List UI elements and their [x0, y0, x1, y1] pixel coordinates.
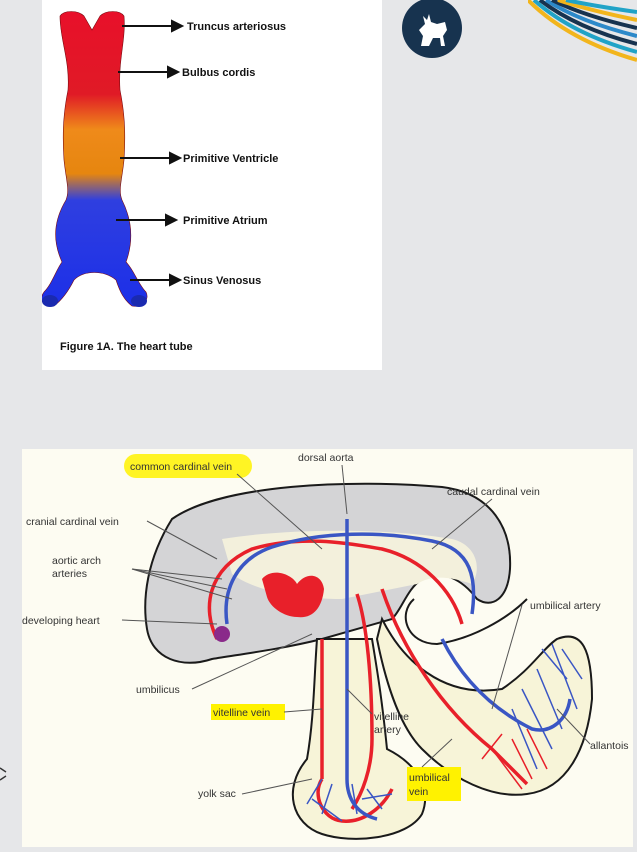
highlight-common-cardinal: [124, 454, 252, 478]
heart-tube-arrows: [116, 19, 185, 287]
label-primitive-atrium: Primitive Atrium: [183, 215, 268, 227]
label-allantois: allantois: [590, 740, 629, 752]
label-vitelline-vein: vitelline vein: [213, 707, 270, 719]
heart-tube-shape: [41, 11, 148, 307]
label-cranial-cardinal-vein: cranial cardinal vein: [26, 516, 119, 528]
sinus-opening-right: [131, 295, 147, 307]
yolk-sac: [291, 638, 427, 840]
label-aortic-arch: aortic arch: [52, 555, 101, 567]
sinus-opening-left: [42, 295, 58, 307]
yolk-sac-vessel-network: [306, 778, 393, 822]
highlight-umbilical-vein: [407, 767, 461, 801]
university-crest-icon: [402, 0, 462, 58]
leader-lines: [121, 464, 591, 795]
umbilical-cord-outline: [404, 598, 528, 646]
label-primitive-ventricle: Primitive Ventricle: [183, 153, 278, 165]
label-vitelline-artery: artery: [374, 724, 402, 736]
label-caudal-cardinal-vein: caudal cardinal vein: [447, 486, 540, 498]
head-vessel-knot: [214, 626, 230, 642]
edge-mark: [0, 767, 7, 781]
decorative-stripes-icon: [528, 0, 637, 62]
heart-tube-figure: Truncus arteriosus Bulbus cordis Primiti…: [41, 0, 382, 370]
label-yolk-sac: yolk sac: [198, 788, 236, 800]
label-vitelline: vitelline: [374, 711, 409, 723]
label-sinus-venosus: Sinus Venosus: [183, 275, 261, 287]
label-bulbus-cordis: Bulbus cordis: [182, 67, 255, 79]
developing-heart: [262, 572, 324, 618]
label-umbilical: umbilical: [409, 772, 450, 784]
label-umbilicus: umbilicus: [136, 684, 180, 696]
embryo-circulation-figure: common cardinal vein dorsal aorta caudal…: [22, 449, 633, 847]
figure-caption: Figure 1A. The heart tube: [60, 341, 193, 353]
embryo-svg: common cardinal vein dorsal aorta caudal…: [22, 452, 629, 840]
heart-tube-svg: Truncus arteriosus Bulbus cordis Primiti…: [41, 11, 286, 353]
label-dorsal-aorta: dorsal aorta: [298, 452, 354, 464]
label-developing-heart: developing heart: [22, 615, 100, 627]
label-truncus-arteriosus: Truncus arteriosus: [187, 21, 286, 33]
highlight-vitelline-vein: [211, 704, 285, 720]
allantois-vessel-network: [511, 643, 583, 770]
allantois-artery-network: [481, 728, 548, 790]
label-umbilical-vein: vein: [409, 786, 428, 798]
label-aortic-arch-arteries: arteries: [52, 568, 87, 580]
label-umbilical-artery: umbilical artery: [530, 600, 601, 612]
label-common-cardinal-vein: common cardinal vein: [130, 461, 232, 473]
veins: [224, 519, 572, 821]
